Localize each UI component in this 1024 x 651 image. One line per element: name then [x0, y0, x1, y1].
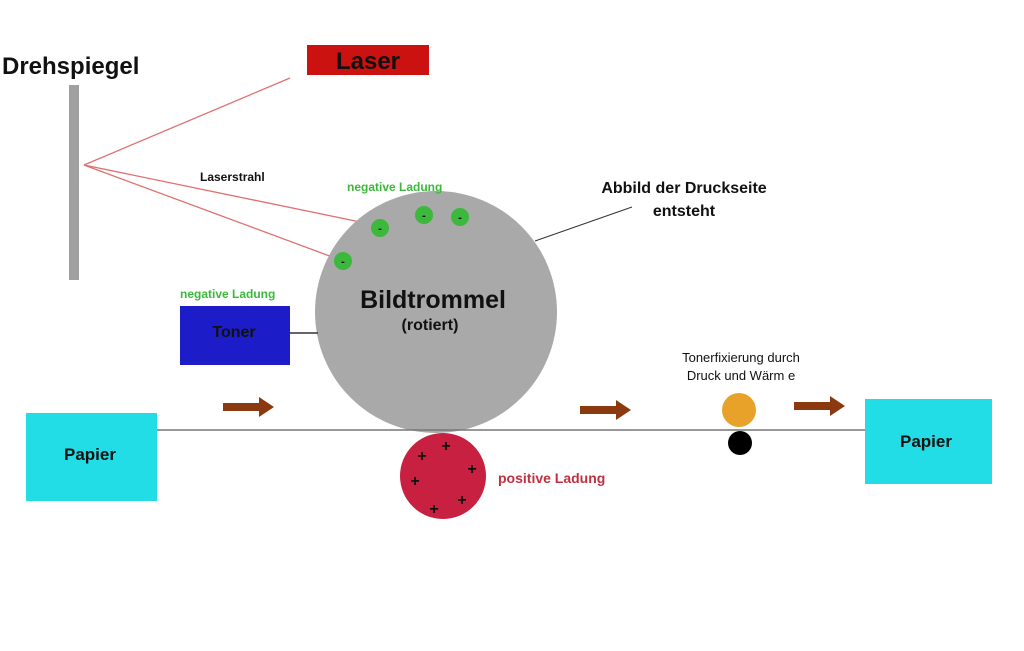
page-image-pointer — [534, 206, 633, 242]
paper-input — [26, 413, 157, 501]
arrow-right-icon — [223, 397, 274, 417]
fixing-label-1: Tonerfixierung durch — [682, 350, 800, 365]
arrow-right-icon — [794, 396, 845, 416]
pressure-roller — [728, 431, 752, 455]
transfer-roller — [400, 433, 486, 519]
laser-label: Laser — [336, 48, 400, 75]
negative-charges: - - - - — [334, 206, 469, 270]
plus-sign: + — [417, 448, 426, 465]
toner-box — [180, 306, 290, 365]
beam-label: Laserstrahl — [200, 170, 265, 184]
laser-box — [307, 45, 429, 75]
arrow-right-icon — [580, 400, 631, 420]
plus-sign: + — [410, 473, 419, 490]
toner-label: Toner — [212, 324, 255, 341]
plus-sign: + — [467, 461, 476, 478]
beam-reflected-2 — [83, 164, 336, 259]
minus-sign: - — [458, 212, 462, 224]
paper-output-label: Papier — [900, 432, 952, 451]
page-image-label-2: entsteht — [653, 203, 716, 220]
charge-dot — [371, 219, 389, 237]
plus-sign: + — [457, 492, 466, 509]
fixing-label-2: Druck und Wärm e — [687, 368, 795, 383]
image-drum — [315, 191, 557, 433]
minus-sign: - — [378, 223, 382, 235]
transfer-charge-label: positive Ladung — [498, 470, 605, 486]
drum-label: Bildtrommel — [360, 286, 506, 314]
paper-input-label: Papier — [64, 445, 116, 464]
paper-output — [865, 399, 992, 484]
laser-beams — [83, 77, 371, 259]
page-image-label-1: Abbild der Druckseite — [601, 180, 766, 197]
charge-dot — [415, 206, 433, 224]
plus-sign: + — [429, 501, 438, 518]
beam-reflected-1 — [83, 164, 371, 225]
mirror-label: Drehspiegel — [2, 53, 139, 80]
toner-charge-label: negative Ladung — [180, 287, 275, 301]
plus-sign: + — [441, 438, 450, 455]
minus-sign: - — [341, 256, 345, 268]
rotating-mirror — [69, 85, 79, 280]
beam-incoming — [83, 77, 291, 166]
minus-sign: - — [422, 210, 426, 222]
drum-charge-label: negative Ladung — [347, 180, 442, 194]
positive-charges: + + + + + + — [410, 438, 476, 518]
heat-roller — [722, 393, 756, 427]
drum-sublabel: (rotiert) — [402, 317, 459, 334]
charge-dot — [451, 208, 469, 226]
charge-dot — [334, 252, 352, 270]
